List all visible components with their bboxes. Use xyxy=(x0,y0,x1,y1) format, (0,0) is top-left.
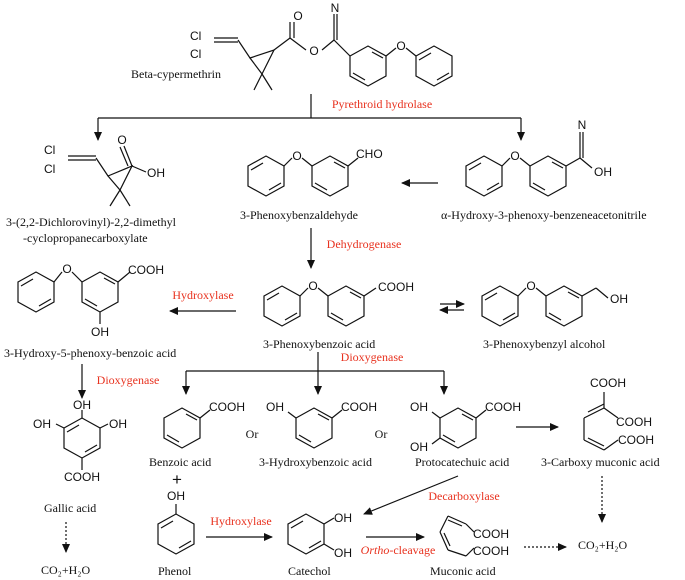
atom-oh: OH xyxy=(91,325,109,339)
gallic-acid-structure xyxy=(55,410,109,470)
protocatechuic-acid-structure xyxy=(431,407,487,449)
ortho-prefix: Ortho xyxy=(361,543,390,557)
atom-o: O xyxy=(292,149,301,163)
phenoxybenzaldehyde-label: 3-Phenoxybenzaldehyde xyxy=(240,208,358,222)
atom-oh: OH xyxy=(266,400,284,414)
phenoxybenzoic-acid-structure xyxy=(263,285,377,327)
dcva-label: 3-(2,2-Dichlorovinyl)-2,2-dimethyl xyxy=(6,215,177,229)
hydroxy-nitrile-structure xyxy=(465,132,593,197)
atom-o: O xyxy=(510,149,519,163)
carboxy-muconic-label: 3-Carboxy muconic acid xyxy=(541,455,660,469)
atom-oh: OH xyxy=(334,511,352,525)
atom-oh: OH xyxy=(147,166,165,180)
phenol-label: Phenol xyxy=(158,564,192,578)
enzyme-ortho-cleavage: Ortho-cleavage xyxy=(361,543,436,557)
atom-cooh: COOH xyxy=(128,263,164,277)
enzyme-decarboxylase: Decarboxylase xyxy=(428,489,499,503)
atom-cooh: COOH xyxy=(473,527,509,541)
atom-o: O xyxy=(396,39,405,53)
beta-cypermethrin-label: Beta-cypermethrin xyxy=(131,67,221,81)
atom-cooh: COOH xyxy=(616,415,652,429)
carboxy-muconic-structure xyxy=(583,392,619,451)
or-connector: Or xyxy=(375,427,388,441)
atom-cooh: COOH xyxy=(485,400,521,414)
plus-sign: + xyxy=(172,470,182,489)
atom-oh: OH xyxy=(33,417,51,431)
atom-cl: Cl xyxy=(190,29,201,43)
or-connector: Or xyxy=(246,427,259,441)
muconic-acid-label: Muconic acid xyxy=(430,564,496,578)
hydroxybenzoic-acid-structure xyxy=(287,407,343,449)
muconic-acid-structure xyxy=(439,515,475,557)
benzoic-acid-label: Benzoic acid xyxy=(149,455,211,469)
pathway-arrow xyxy=(363,475,459,515)
dcva-structure xyxy=(68,145,147,207)
cleavage-suffix: -cleavage xyxy=(389,543,435,557)
beta-cypermethrin-structure xyxy=(214,14,453,91)
atom-o: O xyxy=(526,279,535,293)
atom-cooh: COOH xyxy=(378,280,414,294)
enzyme-dehydrogenase: Dehydrogenase xyxy=(327,237,402,251)
atom-oh: OH xyxy=(334,546,352,560)
atom-oh: OH xyxy=(73,398,91,412)
enzyme-dioxygenase-center: Dioxygenase xyxy=(341,350,404,364)
atom-n: N xyxy=(578,118,587,132)
atom-cl: Cl xyxy=(44,143,55,157)
atom-cl: Cl xyxy=(190,47,201,61)
atom-cooh: COOH xyxy=(64,470,100,484)
atom-oh: OH xyxy=(410,400,428,414)
hydroxy-phenoxy-benzoic-structure xyxy=(17,271,131,324)
atom-o: O xyxy=(117,133,126,147)
atom-cooh: COOH xyxy=(590,376,626,390)
co2-water-right: CO₂+H₂O xyxy=(578,538,627,552)
enzyme-dioxygenase-left: Dioxygenase xyxy=(97,373,160,387)
atom-o: O xyxy=(62,262,71,276)
hydroxy-phenoxy-benzoic-label: 3-Hydroxy-5-phenoxy-benzoic acid xyxy=(4,346,176,360)
benzoic-acid-structure xyxy=(163,407,211,449)
atom-oh: OH xyxy=(167,489,185,503)
hydroxybenzoic-acid-label: 3-Hydroxybenzoic acid xyxy=(259,455,372,469)
atom-cooh: COOH xyxy=(209,400,245,414)
hydroxy-nitrile-label: α-Hydroxy-3-phenoxy-benzeneacetonitrile xyxy=(441,208,647,222)
atom-oh: OH xyxy=(109,417,127,431)
atom-cooh: COOH xyxy=(341,400,377,414)
atom-oh: OH xyxy=(410,440,428,454)
phenoxybenzyl-alcohol-structure xyxy=(481,285,609,327)
atom-n: N xyxy=(331,1,340,15)
enzyme-hydroxylase-bottom: Hydroxylase xyxy=(210,514,271,528)
atom-cho: CHO xyxy=(356,147,383,161)
gallic-acid-label: Gallic acid xyxy=(44,501,96,515)
phenol-structure xyxy=(157,504,195,555)
atom-cl: Cl xyxy=(44,162,55,176)
atom-cooh: COOH xyxy=(618,433,654,447)
protocatechuic-acid-label: Protocatechuic acid xyxy=(415,455,509,469)
atom-oh: OH xyxy=(594,165,612,179)
catechol-structure xyxy=(287,513,335,555)
dcva-label-line2: -cyclopropanecarboxylate xyxy=(23,231,148,245)
atom-cooh: COOH xyxy=(473,544,509,558)
atom-o: O xyxy=(293,9,302,23)
phenoxybenzyl-alcohol-label: 3-Phenoxybenzyl alcohol xyxy=(483,337,606,351)
atom-o: O xyxy=(308,279,317,293)
co2-water-left: CO₂+H₂O xyxy=(41,563,90,577)
catechol-label: Catechol xyxy=(288,564,331,578)
enzyme-hydroxylase-top: Hydroxylase xyxy=(172,288,233,302)
atom-o: O xyxy=(309,44,318,58)
enzyme-pyrethroid-hydrolase: Pyrethroid hydrolase xyxy=(332,97,432,111)
phenoxybenzaldehyde-structure xyxy=(247,155,359,197)
atom-oh: OH xyxy=(610,292,628,306)
phenoxybenzoic-acid-label: 3-Phenoxybenzoic acid xyxy=(263,337,375,351)
